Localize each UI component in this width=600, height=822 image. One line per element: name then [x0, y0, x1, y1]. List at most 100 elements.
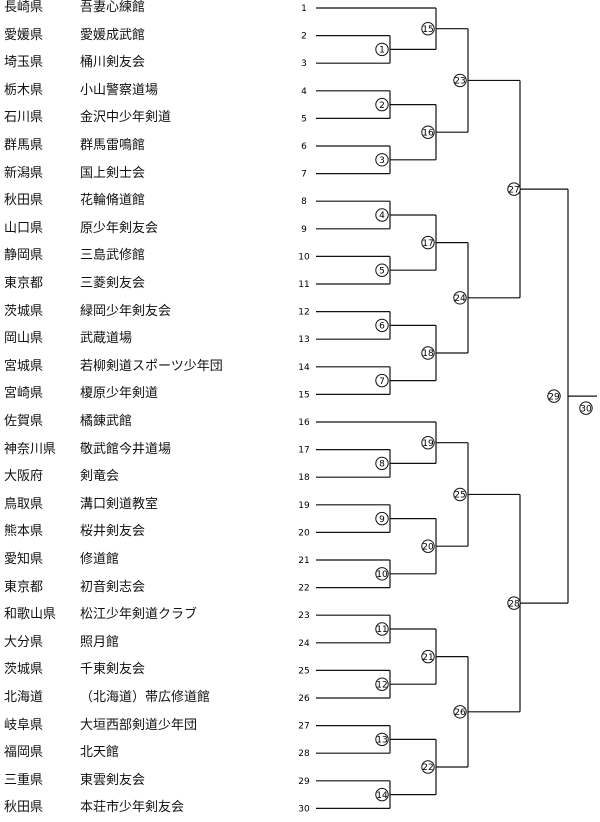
entry-team: 溝口剣道教室 — [80, 496, 159, 512]
entry-row: 鳥取県 溝口剣道教室 — [0, 495, 290, 515]
entry-prefecture: 宮崎県 — [4, 386, 44, 402]
entry-row: 宮崎県榎原少年剣道 — [0, 384, 290, 404]
entry-team: 大垣西部剣道少年団 — [80, 717, 198, 733]
seed-number: 28 — [298, 749, 310, 759]
entry-row: 神奈川県敬武館今井道場 — [0, 440, 290, 460]
entry-team: 千東剣友会 — [80, 662, 146, 678]
seed-number: 29 — [298, 777, 310, 787]
match-29-label: 29 — [548, 392, 560, 402]
match-22-label: 22 — [422, 763, 433, 773]
seed-number: 8 — [301, 197, 307, 207]
entry-team: 照月館 — [80, 634, 120, 650]
entry-row: 東京都初音剣志会 — [0, 578, 290, 598]
match-9-label: 9 — [379, 515, 385, 525]
match-3-label: 3 — [379, 156, 385, 166]
entry-prefecture: 新潟県 — [4, 165, 44, 181]
entry-row: 三重県東雲剣友会 — [0, 771, 290, 791]
entry-team: 修道館 — [80, 552, 120, 567]
entry-team: 橘錬武館 — [80, 414, 133, 429]
seed-number: 17 — [298, 446, 309, 456]
entry-row: 茨城県 緑岡少年剣友会 — [0, 302, 290, 322]
entry-prefecture: 栃木県 — [4, 82, 44, 98]
match-11-label: 11 — [376, 625, 387, 635]
entry-row: 埼玉県桶川剣友会 — [0, 53, 290, 73]
match-25-circle — [453, 487, 467, 502]
seed-number: 16 — [298, 418, 310, 428]
match-25-label: 25 — [454, 491, 465, 501]
match-26-circle — [453, 705, 467, 719]
seed-number: 23 — [298, 611, 309, 621]
match-26-label: 26 — [454, 708, 466, 718]
match-3-circle — [375, 153, 389, 167]
match-17-label: 17 — [422, 239, 433, 249]
entry-team: 初音剣志会 — [80, 579, 146, 595]
match-12-label: 12 — [376, 680, 387, 690]
entry-team: 桜井剣友会 — [80, 524, 146, 540]
entry-row: 静岡県三島武修館 — [0, 246, 290, 266]
entry-prefecture: 愛知県 — [4, 552, 44, 567]
match-14-label: 14 — [376, 791, 388, 801]
entry-row: 和歌山県松江少年剣道クラブ — [0, 605, 290, 625]
entry-team: 群馬雷鳴館 — [80, 138, 146, 153]
match-24-circle — [453, 291, 467, 305]
seed-number: 10 — [298, 252, 310, 262]
match-2-label: 2 — [379, 101, 385, 111]
entry-row: 新潟県 国上剣士会 — [0, 164, 290, 184]
entry-prefecture: 鳥取県 — [4, 496, 44, 512]
seed-number: 21 — [298, 556, 309, 566]
match-14-circle — [375, 787, 389, 802]
seed-number: 24 — [298, 639, 310, 649]
entry-team: 緑岡少年剣友会 — [80, 303, 172, 319]
entry-row: 福岡県北天館 — [0, 743, 290, 763]
entry-team: 東雲剣友会 — [80, 772, 146, 788]
entry-list: 長崎県吾妻心練館愛媛県愛媛成武館埼玉県桶川剣友会栃木県小山警察道場石川県金沢中少… — [0, 0, 290, 822]
match-6-label: 6 — [379, 322, 385, 332]
entry-team: 国上剣士会 — [80, 165, 146, 181]
entry-row: 秋田県本荘市少年剣友会 — [0, 798, 290, 818]
entry-prefecture: 茨城県 — [4, 303, 44, 319]
seed-number: 15 — [298, 390, 309, 400]
entry-prefecture: 岐阜県 — [4, 717, 44, 733]
seed-number: 25 — [298, 666, 309, 676]
entry-prefecture: 石川県 — [4, 110, 44, 126]
seed-number: 4 — [301, 87, 307, 97]
entry-row: 愛媛県 愛媛成武館 — [0, 26, 290, 46]
match-final-label: 30 — [580, 404, 592, 414]
entry-prefecture: 大阪府 — [4, 469, 44, 485]
match-21-circle — [421, 649, 435, 664]
seed-number: 13 — [298, 335, 309, 345]
seed-number: 1 — [301, 4, 307, 14]
entry-team: 愛媛成武館 — [80, 27, 146, 43]
entry-prefecture: 熊本県 — [4, 524, 44, 540]
entry-team: 本荘市少年剣友会 — [80, 800, 185, 816]
entry-row: 大阪府 剣竜会 — [0, 467, 290, 487]
match-1-circle — [375, 42, 389, 57]
match-28-label: 28 — [508, 599, 520, 609]
match-16-circle — [421, 125, 435, 139]
match-6-circle — [375, 318, 389, 333]
match-15-label: 15 — [422, 25, 433, 35]
match-17-circle — [421, 235, 435, 250]
seed-number: 2 — [301, 32, 307, 42]
seed-number: 6 — [301, 142, 307, 152]
entry-prefecture: 福岡県 — [4, 745, 44, 761]
entry-row: 栃木県小山警察道場 — [0, 81, 290, 101]
entry-team: 敬武館今井道場 — [80, 441, 172, 457]
match-11-circle — [375, 622, 389, 636]
match-9-circle — [375, 511, 389, 526]
entry-row: 茨城県千東剣友会 — [0, 660, 290, 680]
match-16-label: 16 — [422, 128, 434, 138]
match-final-circle — [579, 401, 593, 415]
seed-number: 19 — [298, 501, 310, 511]
seed-number: 5 — [301, 114, 307, 124]
entry-team: 剣竜会 — [80, 469, 120, 485]
seed-number: 27 — [298, 722, 309, 732]
seed-number: 22 — [298, 584, 309, 594]
match-2-circle — [375, 97, 389, 112]
entry-prefecture: 宮城県 — [4, 358, 44, 374]
entry-row: 石川県金沢中少年剣道 — [0, 108, 290, 128]
entry-prefecture: 愛媛県 — [4, 27, 44, 43]
entry-row: 群馬県群馬雷鳴館 — [0, 136, 290, 156]
entry-team: 松江少年剣道クラブ — [80, 607, 198, 623]
match-1-label: 1 — [379, 46, 385, 56]
